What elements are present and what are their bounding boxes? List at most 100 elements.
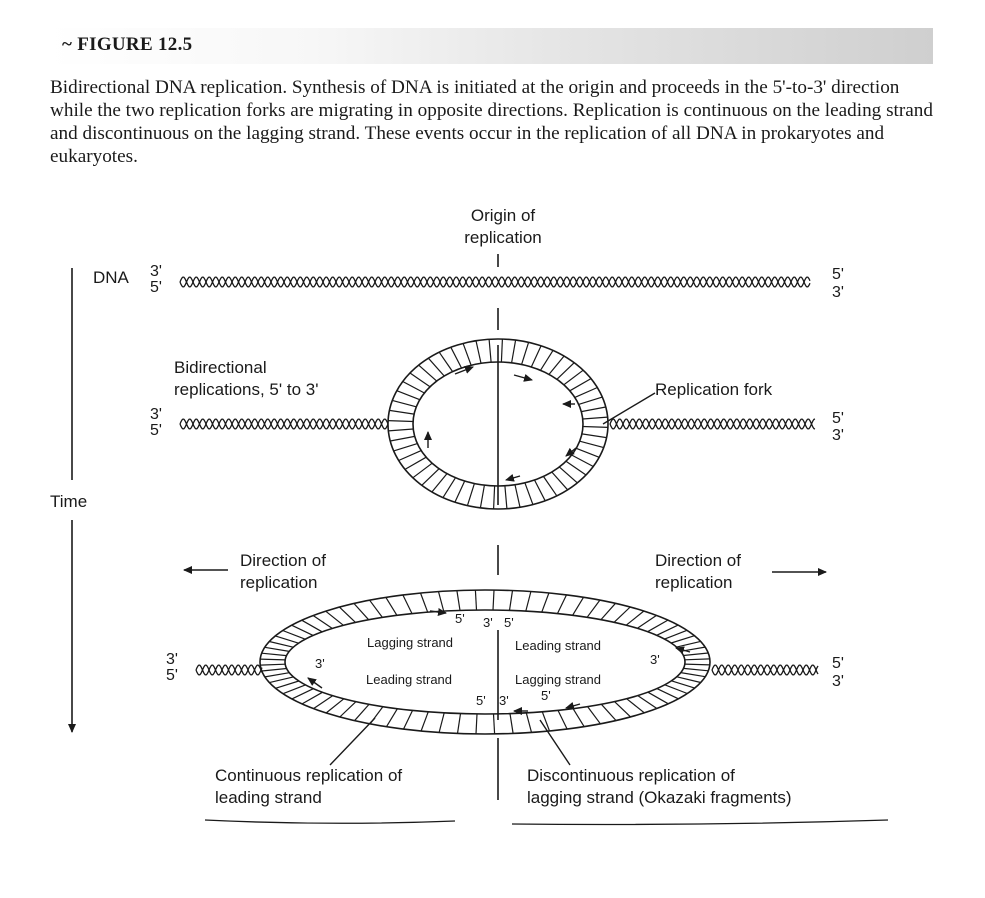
base-pair-hatch — [571, 454, 594, 468]
base-pair-hatch — [511, 339, 517, 363]
base-pair-hatch — [325, 610, 344, 626]
row2-left-5prime: 5' — [150, 422, 162, 439]
base-pair-hatch — [539, 350, 554, 371]
row1-left-3prime: 3' — [150, 263, 162, 280]
leading-strand-left-label: Leading strand — [366, 672, 452, 687]
base-pair-hatch — [261, 652, 287, 657]
row3-left-3prime: 3' — [166, 651, 178, 668]
base-pair-hatch — [291, 624, 314, 636]
lagging-strand-left-label: Lagging strand — [367, 635, 453, 650]
origin-label-line1: Origin of — [471, 206, 536, 225]
base-pair-hatch — [626, 698, 645, 714]
continuous-pointer — [329, 717, 376, 766]
base-pair-hatch — [437, 591, 445, 612]
base-pair-hatch — [613, 606, 631, 623]
base-pair-hatch — [637, 695, 658, 709]
base-pair-hatch — [301, 619, 323, 633]
bubble-large — [259, 589, 711, 735]
base-pair-hatch — [656, 688, 679, 700]
base-pair-hatch — [388, 428, 414, 432]
base-pair-hatch — [575, 447, 600, 458]
replication-fork-label: Replication fork — [655, 380, 773, 399]
base-pair-hatch — [614, 701, 632, 718]
leading-strand-right-label: Leading strand — [515, 638, 601, 653]
base-pair-hatch — [541, 711, 551, 732]
base-pair-hatch — [442, 477, 457, 498]
base-pair-hatch — [492, 713, 496, 734]
base-pair-hatch — [385, 597, 398, 616]
underline-right — [511, 819, 889, 826]
direction-left-line2: replication — [240, 573, 318, 592]
base-pair-hatch — [556, 362, 575, 380]
base-pair-hatch — [385, 708, 398, 728]
base-pair-hatch — [508, 590, 514, 611]
base-pair-hatch — [488, 339, 492, 363]
base-pair-hatch — [569, 378, 592, 392]
base-pair-hatch — [684, 663, 710, 666]
row2-right-helix — [609, 418, 816, 430]
base-pair-hatch — [427, 357, 445, 377]
base-pair-hatch — [420, 711, 429, 732]
row3-right-helix — [711, 664, 819, 676]
base-pair-hatch — [462, 343, 472, 366]
base-pair-hatch — [275, 635, 299, 644]
row3-left-5prime: 5' — [166, 667, 178, 684]
base-pair-hatch — [656, 624, 679, 636]
base-pair-hatch — [541, 592, 550, 613]
base-pair-hatch — [572, 596, 585, 616]
base-pair-hatch — [404, 456, 427, 470]
base-pair-hatch — [664, 629, 688, 640]
base-pair-hatch — [582, 416, 608, 420]
base-pair-hatch — [412, 462, 433, 479]
base-pair-hatch — [438, 712, 445, 733]
lagging-strand-right-label: Lagging strand — [515, 672, 601, 687]
base-pair-hatch — [548, 355, 565, 375]
base-pair-hatch — [369, 599, 383, 618]
base-pair-hatch — [466, 483, 475, 506]
base-pair-hatch — [431, 473, 448, 493]
base-pair-hatch — [354, 704, 370, 722]
base-pair-hatch — [398, 450, 422, 462]
large-bubble-3prime-top: 3' — [483, 615, 493, 630]
base-pair-hatch — [402, 710, 414, 730]
base-pair-hatch — [637, 614, 657, 629]
continuous-label-line1: Continuous replication of — [215, 766, 402, 785]
base-pair-hatch — [578, 396, 603, 405]
base-pair-hatch — [419, 592, 429, 613]
base-pair-hatch — [600, 602, 616, 620]
large-bubble-5prime-top-left: 5' — [455, 611, 465, 626]
base-pair-hatch — [353, 603, 370, 621]
base-pair-hatch — [390, 435, 415, 442]
base-pair-hatch — [260, 663, 286, 666]
discontinuous-pointer — [539, 719, 571, 766]
bidirectional-label-line1: Bidirectional — [174, 358, 267, 377]
dna-label: DNA — [93, 268, 130, 287]
base-pair-hatch — [542, 476, 558, 497]
base-pair-hatch — [301, 691, 323, 705]
base-pair-hatch — [582, 425, 608, 428]
base-pair-hatch — [269, 676, 294, 684]
base-pair-hatch — [418, 364, 438, 382]
direction-right-line2: replication — [655, 573, 733, 592]
base-pair-hatch — [312, 615, 333, 629]
base-pair-hatch — [625, 610, 645, 626]
base-pair-hatch — [579, 440, 604, 449]
base-pair-hatch — [647, 619, 669, 633]
base-pair-hatch — [557, 710, 568, 730]
base-pair-hatch — [504, 485, 508, 509]
base-pair-hatch — [409, 372, 431, 388]
base-pair-hatch — [282, 684, 306, 695]
direction-left-line1: Direction of — [240, 551, 326, 570]
figure-header-band — [48, 28, 933, 64]
replication-fork-pointer — [602, 392, 656, 425]
base-pair-hatch — [402, 594, 413, 614]
base-pair-hatch — [269, 640, 294, 648]
figure-label: ~ FIGURE 12.5 — [62, 34, 193, 55]
base-pair-hatch — [275, 680, 299, 689]
time-label: Time — [50, 492, 87, 511]
row2-left-helix — [179, 418, 389, 430]
bubble-small — [387, 338, 609, 510]
base-pair-hatch — [325, 698, 345, 714]
base-pair-hatch — [525, 712, 533, 733]
